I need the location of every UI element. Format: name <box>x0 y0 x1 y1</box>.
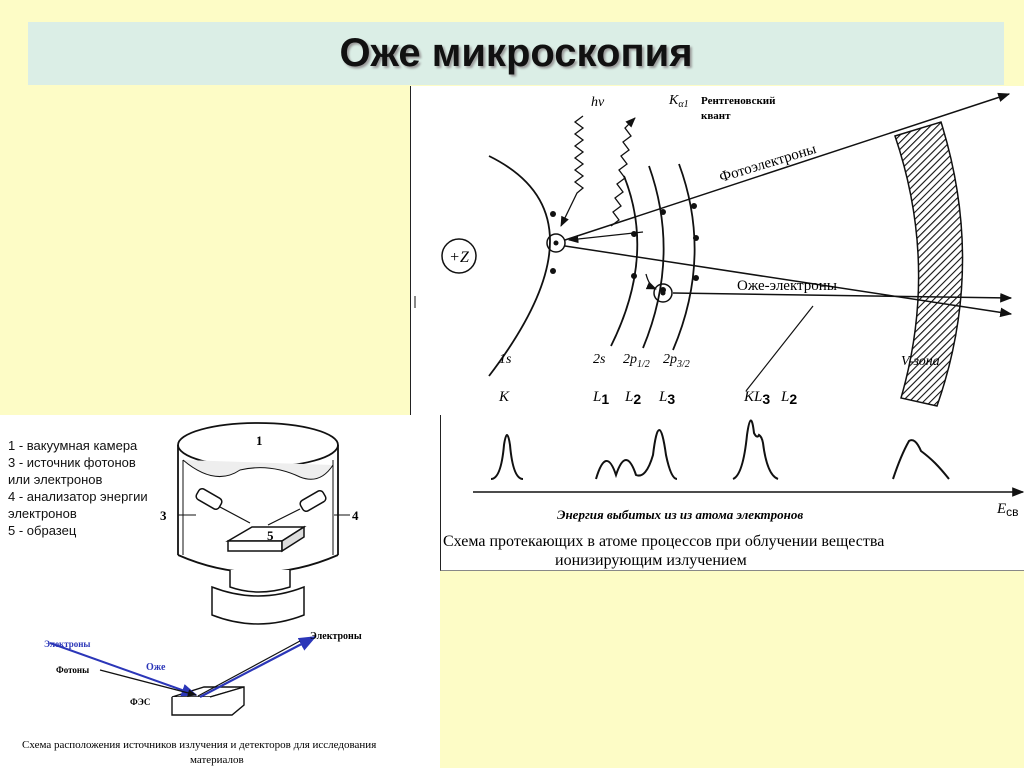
beam-label-fes: ФЭС <box>130 697 150 707</box>
page-title: Оже микроскопия <box>339 31 693 75</box>
spectrum-svg: Eсв Энергия выбитых из из атома электрон… <box>443 419 1024 569</box>
k-alpha-label: Kα1 <box>668 93 689 110</box>
chamber-base <box>211 570 305 625</box>
setup-legend: 1 - вакуумная камера 3 - источник фотоно… <box>8 437 148 539</box>
auger-origin <box>653 283 673 303</box>
level-label-kl3: KL3 <box>743 389 770 407</box>
peak-kl3l2 <box>732 419 779 480</box>
atom-diagram-svg: +Z hν Kα1 Рентгенов <box>414 92 1013 407</box>
peak-k <box>490 434 524 480</box>
shell-label-2p1: 2p1/2 <box>623 352 650 370</box>
setup-svg: 1 5 3 4 <box>22 422 376 766</box>
v-zone-band <box>894 121 964 407</box>
scheme-caption-line2: ионизирующим излучением <box>555 552 747 569</box>
v-zone-label: V-зона <box>901 354 940 369</box>
auger-electrons-label: Оже-электроны <box>737 278 837 294</box>
peak-v-zone <box>892 439 950 480</box>
energy-axis-label: Eсв <box>996 501 1019 519</box>
setup-caption-line2: материалов <box>190 754 244 766</box>
level-label-l3: L3 <box>658 389 675 407</box>
shell-1s <box>488 155 551 377</box>
beam-scheme <box>49 636 317 716</box>
callout-1: 1 <box>256 433 263 448</box>
legend-item: 4 - анализатор энергии <box>8 489 148 504</box>
auger-electron-arrow <box>672 292 1013 303</box>
callout-4: 4 <box>352 508 359 523</box>
shell-label-2p3: 2p3/2 <box>663 352 690 370</box>
shell-2s <box>610 175 639 347</box>
nucleus-label: +Z <box>449 249 470 266</box>
photon-wave <box>560 115 585 227</box>
energy-caption: Энергия выбитых из из атома электронов <box>557 507 803 522</box>
beam-label-electrons-out: Электроны <box>310 631 362 642</box>
transition-arrow <box>567 231 644 244</box>
photon-source <box>195 488 251 524</box>
shell-2p1-2 <box>642 165 665 349</box>
legend-item: электронов <box>8 506 77 521</box>
legend-item: 5 - образец <box>8 523 77 538</box>
beam-label-auger: Оже <box>146 662 166 673</box>
level-label-l2b: L2 <box>780 389 797 407</box>
electrons <box>550 203 699 293</box>
level-label-l1: L1 <box>592 389 609 407</box>
vacancy-k <box>546 233 566 253</box>
setup-caption-line1: Схема расположения источников излучения … <box>22 739 376 751</box>
photoelectron-arrow <box>564 92 1011 241</box>
electron-energy-spectrum: Eсв Энергия выбитых из из атома электрон… <box>440 415 1024 571</box>
shell-2p3-2 <box>672 163 696 351</box>
peaks-l1-l2-l3 <box>595 429 678 480</box>
auger-transition-arrow <box>645 273 657 290</box>
xray-quantum-wave <box>610 117 636 227</box>
experimental-setup: 1 - вакуумная камера 3 - источник фотоно… <box>0 415 440 768</box>
legend-item: 3 - источник фотонов <box>8 455 136 470</box>
shell-label-1s: 1s <box>499 352 512 367</box>
beam-label-electrons-in: Электроны <box>44 639 90 649</box>
callout-3: 3 <box>160 508 167 523</box>
nucleus: +Z <box>441 238 477 274</box>
level-label-l2: L2 <box>624 389 641 407</box>
photoelectrons-label: Фотоэлектроны <box>717 141 818 186</box>
beam-label-photons: Фотоны <box>56 665 89 675</box>
callout-5: 5 <box>267 528 274 543</box>
title-bar: Оже микроскопия <box>28 22 1004 85</box>
level-label-k: K <box>498 389 510 405</box>
legend-item: или электронов <box>8 472 103 487</box>
sample <box>225 525 307 553</box>
atom-process-diagram: +Z hν Kα1 Рентгенов <box>410 86 1024 416</box>
xray-quantum-label-1: Рентгеновский <box>701 95 776 107</box>
scheme-caption-line1: Схема протекающих в атоме процессов при … <box>443 533 884 550</box>
auger-leader-line <box>745 305 814 392</box>
vacuum-chamber <box>177 422 339 574</box>
photon-label: hν <box>591 95 605 110</box>
shell-label-2s: 2s <box>593 352 606 367</box>
xray-quantum-label-2: квант <box>701 110 731 122</box>
legend-item: 1 - вакуумная камера <box>8 438 138 453</box>
energy-analyzer <box>267 490 327 526</box>
k-photoelectron-arrow <box>564 245 1013 318</box>
